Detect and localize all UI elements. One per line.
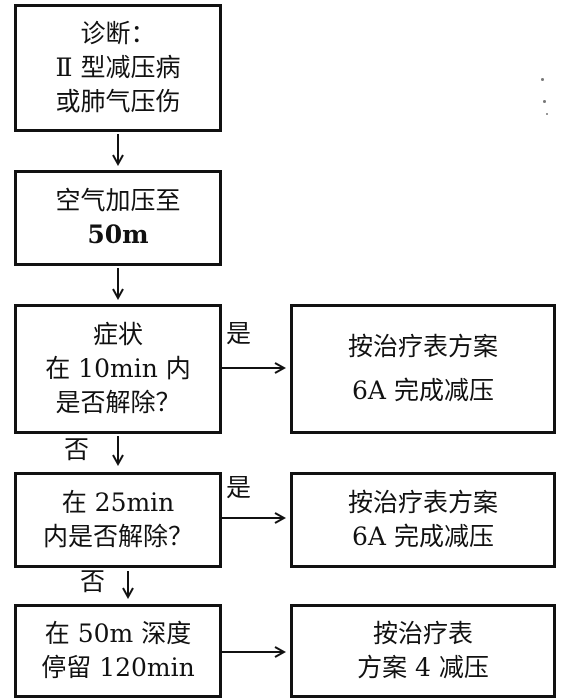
scan-speck xyxy=(546,113,548,115)
diagnosis-line-3: 或肺气压伤 xyxy=(55,87,181,116)
r3-line-1: 按治疗表 xyxy=(372,619,473,648)
yes-label-2: 是 xyxy=(226,473,252,502)
r2-line-1: 按治疗表方案 xyxy=(347,488,498,517)
no-label-1: 否 xyxy=(64,435,90,464)
r3-line-2: 方案 4 减压 xyxy=(357,653,489,682)
r2-line-2: 6A 完成减压 xyxy=(352,522,494,551)
diagnosis-line-2: Ⅱ 型减压病 xyxy=(55,53,181,82)
pressurize-line-1: 空气加压至 xyxy=(55,186,181,215)
result-table4-box: 按治疗表 方案 4 减压 xyxy=(290,604,556,698)
r1-line-2: 6A 完成减压 xyxy=(352,376,494,405)
stay-line-2: 停留 120min xyxy=(41,653,195,682)
diagnosis-box: 诊断： Ⅱ 型减压病 或肺气压伤 xyxy=(14,4,222,132)
scan-speck xyxy=(541,78,544,81)
stay-line-1: 在 50m 深度 xyxy=(44,619,192,648)
q1-line-2: 在 10min 内 xyxy=(45,354,191,383)
question-10min-box: 症状 在 10min 内 是否解除？ xyxy=(14,304,222,434)
yes-label-1: 是 xyxy=(226,319,252,348)
no-label-2: 否 xyxy=(80,567,106,596)
diagnosis-line-1: 诊断： xyxy=(80,19,156,48)
question-25min-box: 在 25min 内是否解除？ xyxy=(14,472,222,568)
q2-line-2: 内是否解除？ xyxy=(42,522,193,551)
q1-line-1: 症状 xyxy=(92,320,143,349)
result-6a-box-2: 按治疗表方案 6A 完成减压 xyxy=(290,472,556,568)
pressurize-box: 空气加压至 50m xyxy=(14,170,222,266)
q2-line-1: 在 25min xyxy=(61,488,175,517)
scan-speck xyxy=(543,100,546,103)
stay-50m-box: 在 50m 深度 停留 120min xyxy=(14,604,222,698)
r1-line-1: 按治疗表方案 xyxy=(347,332,498,361)
result-6a-box-1: 按治疗表方案 6A 完成减压 xyxy=(290,304,556,434)
q1-line-3: 是否解除？ xyxy=(55,388,181,417)
pressurize-line-2: 50m xyxy=(87,220,149,249)
